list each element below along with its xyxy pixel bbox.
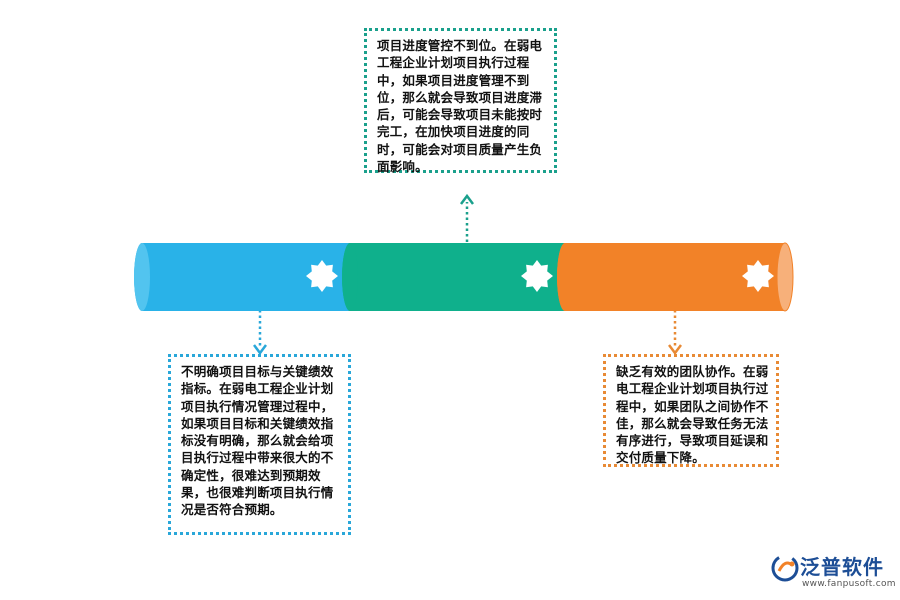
star-burst-icon — [742, 260, 774, 292]
connector-left — [253, 310, 267, 356]
star-burst-icon — [521, 260, 553, 292]
logo-name: 泛普软件 — [800, 555, 884, 579]
note-box-right: 缺乏有效的团队协作。在弱电工程企业计划项目执行过程中，如果团队之间协作不佳，那么… — [603, 354, 779, 467]
brand-logo: 泛普软件 www.fanpusoft.com — [768, 551, 898, 596]
star-burst-icon — [306, 260, 338, 292]
logo-url: www.fanpusoft.com — [802, 579, 896, 589]
segment-2 — [342, 243, 565, 311]
segment-1 — [134, 243, 350, 311]
connector-top — [460, 193, 474, 242]
logo-icon — [771, 554, 799, 582]
segment-3 — [557, 242, 794, 312]
connector-right — [668, 310, 682, 356]
note-box-left: 不明确项目目标与关键绩效指标。在弱电工程企业计划项目执行情况管理过程中，如果项目… — [168, 354, 351, 535]
note-box-top: 项目进度管控不到位。在弱电工程企业计划项目执行过程中，如果项目进度管理不到位，那… — [364, 28, 557, 174]
